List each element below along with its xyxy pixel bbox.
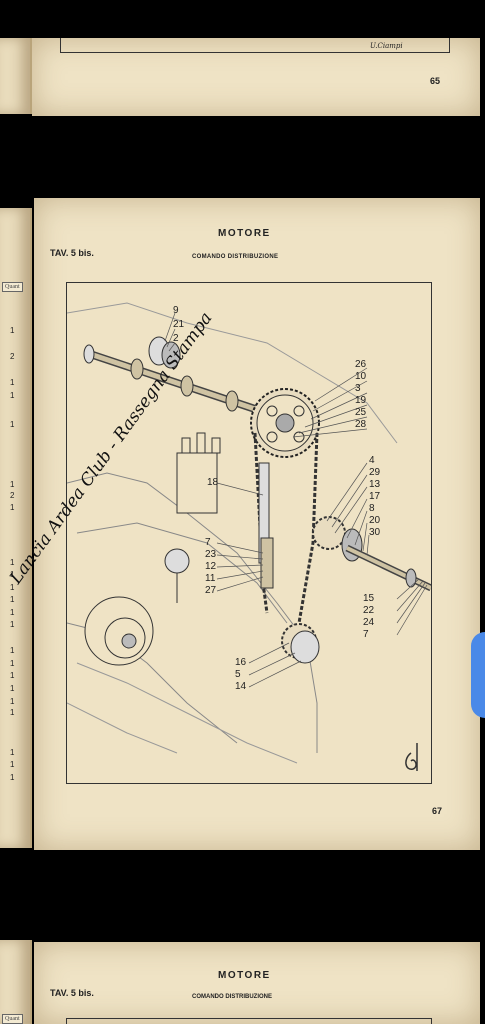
part-callout: 16	[235, 657, 247, 668]
part-callout: 9	[173, 305, 179, 316]
bottom-right-page: MOTORE TAV. 5 bis. COMANDO DISTRIBUZIONE	[34, 942, 480, 1024]
quantity-value: 1	[10, 659, 15, 668]
top-right-page: U.Ciampi 65	[32, 38, 480, 116]
part-callout: 30	[369, 527, 381, 538]
quantity-value: 1	[10, 620, 15, 629]
bottom-table-label: TAV. 5 bis.	[50, 988, 94, 998]
quantity-value: 1	[10, 608, 15, 617]
part-callout: 22	[363, 605, 375, 616]
exploded-timing-drawing	[67, 302, 431, 771]
table-label: TAV. 5 bis.	[50, 248, 94, 258]
scroll-edge-tab[interactable]	[471, 632, 485, 718]
part-callout: 29	[369, 467, 381, 478]
quantity-value: 1	[10, 697, 15, 706]
part-callout: 12	[205, 561, 217, 572]
quantity-value: 1	[10, 684, 15, 693]
quantity-value: 1	[10, 708, 15, 717]
part-callout: 14	[235, 681, 247, 692]
section-title: MOTORE	[218, 228, 271, 239]
part-callout: 7	[205, 537, 211, 548]
part-callout: 23	[205, 549, 217, 560]
part-callout: 13	[369, 479, 381, 490]
part-callout: 3	[355, 383, 361, 394]
bottom-left-page: Quant	[0, 940, 32, 1024]
top-left-page	[0, 38, 32, 114]
part-callout: 19	[355, 395, 367, 406]
top-diagram-frame-bottom	[60, 38, 450, 53]
part-callout: 21	[173, 319, 185, 330]
page-number: 67	[432, 806, 443, 816]
part-callout: 17	[369, 491, 381, 502]
bottom-page-scan: Quant MOTORE TAV. 5 bis. COMANDO DISTRIB…	[0, 936, 485, 1024]
quantity-value: 1	[10, 420, 15, 429]
part-callout: 11	[205, 573, 216, 584]
part-callout: 5	[235, 669, 241, 680]
quantity-value: 1	[10, 558, 15, 567]
quantity-value: 1	[10, 503, 15, 512]
part-callout: 2	[173, 333, 179, 344]
quantity-value: 1	[10, 760, 15, 769]
section-subtitle: COMANDO DISTRIBUZIONE	[192, 254, 279, 260]
bottom-quantity-header: Quant	[2, 1014, 23, 1024]
part-callout: 7	[363, 629, 369, 640]
quantity-value: 1	[10, 646, 15, 655]
bottom-section-title: MOTORE	[218, 970, 271, 981]
part-callout: 10	[355, 371, 367, 382]
top-page-scan: U.Ciampi 65	[0, 38, 485, 122]
part-callout: 24	[363, 617, 375, 628]
quantity-value: 1	[10, 480, 15, 489]
quantity-column-header: Quant	[2, 282, 23, 292]
part-callout: 15	[363, 593, 375, 604]
quantity-value: 1	[10, 583, 15, 592]
bottom-diagram-frame-top	[66, 1018, 432, 1024]
quantity-value: 1	[10, 671, 15, 680]
part-callout: 4	[369, 455, 375, 466]
quantity-value: 2	[10, 491, 15, 500]
part-callout: 18	[207, 477, 219, 488]
part-callout: 20	[369, 515, 381, 526]
middle-left-page: Quant 1 2 1 1 1 1 2 1 1 1 1 1 1 1 1 1 1 1 1 1 1 1 1	[0, 208, 32, 848]
bottom-section-subtitle: COMANDO DISTRIBUZIONE	[192, 994, 272, 1000]
top-page-number: 65	[430, 76, 441, 86]
quantity-value: 1	[10, 595, 15, 604]
part-callout: 26	[355, 359, 367, 370]
quantity-value: 1	[10, 326, 15, 335]
quantity-value: 1	[10, 570, 15, 579]
part-callout: 25	[355, 407, 367, 418]
quantity-value: 1	[10, 378, 15, 387]
part-callout: 28	[355, 419, 367, 430]
top-footer-note: U.Ciampi	[370, 42, 403, 50]
middle-right-page: MOTORE TAV. 5 bis. COMANDO DISTRIBUZIONE	[34, 198, 480, 850]
part-callout: 8	[369, 503, 375, 514]
quantity-value: 1	[10, 391, 15, 400]
part-callout: 27	[205, 585, 217, 596]
quantity-value: 1	[10, 748, 15, 757]
quantity-value: 1	[10, 773, 15, 782]
quantity-value: 2	[10, 352, 15, 361]
